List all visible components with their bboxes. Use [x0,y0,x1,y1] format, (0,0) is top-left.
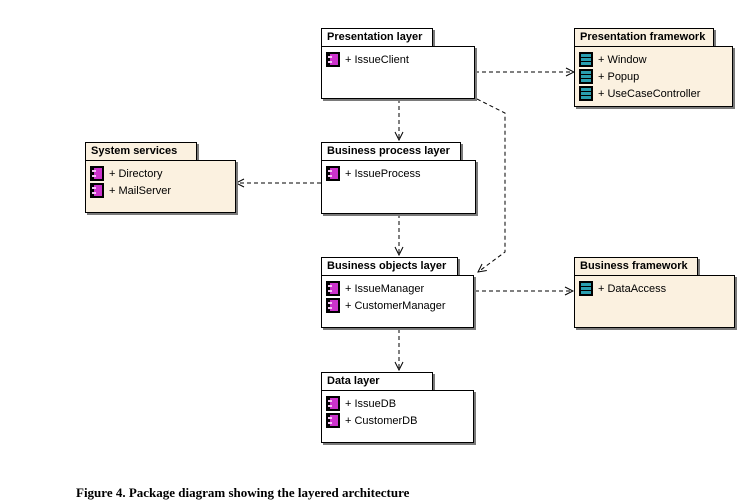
list-item: + IssueManager [322,280,473,297]
list-item: + Window [575,51,732,68]
item-label: + IssueDB [345,397,397,410]
figure-caption: Figure 4. Package diagram showing the la… [76,485,410,500]
package-title: System services [85,142,197,161]
class-icon [579,281,593,296]
item-label: + IssueManager [345,282,425,295]
component-icon [326,281,340,296]
list-item: + Directory [86,165,235,182]
item-label: + CustomerManager [345,299,446,312]
class-icon [579,69,593,84]
item-label: + IssueClient [345,53,409,66]
package-title: Data layer [321,372,433,391]
list-item: + IssueProcess [322,165,475,182]
package-title: Business objects layer [321,257,458,276]
package-title: Presentation layer [321,28,433,47]
item-label: + MailServer [109,184,172,197]
item-label: + UseCaseController [598,87,701,100]
item-label: + Popup [598,70,640,83]
component-icon [326,298,340,313]
item-label: + Window [598,53,647,66]
item-label: + Directory [109,167,163,180]
package-title: Presentation framework [574,28,714,47]
component-icon [90,183,104,198]
item-label: + IssueProcess [345,167,421,180]
component-icon [326,413,340,428]
list-item: + Popup [575,68,732,85]
component-icon [90,166,104,181]
item-label: + DataAccess [598,282,667,295]
list-item: + DataAccess [575,280,734,297]
list-item: + UseCaseController [575,85,732,102]
list-item: + CustomerDB [322,412,473,429]
list-item: + MailServer [86,182,235,199]
package-title: Business process layer [321,142,461,161]
component-icon [326,52,340,67]
component-icon [326,396,340,411]
class-icon [579,52,593,67]
component-icon [326,166,340,181]
list-item: + IssueClient [322,51,474,68]
package-title: Business framework [574,257,698,276]
class-icon [579,86,593,101]
list-item: + IssueDB [322,395,473,412]
dependency-presentation-to-business-objects [476,98,506,272]
item-label: + CustomerDB [345,414,418,427]
list-item: + CustomerManager [322,297,473,314]
